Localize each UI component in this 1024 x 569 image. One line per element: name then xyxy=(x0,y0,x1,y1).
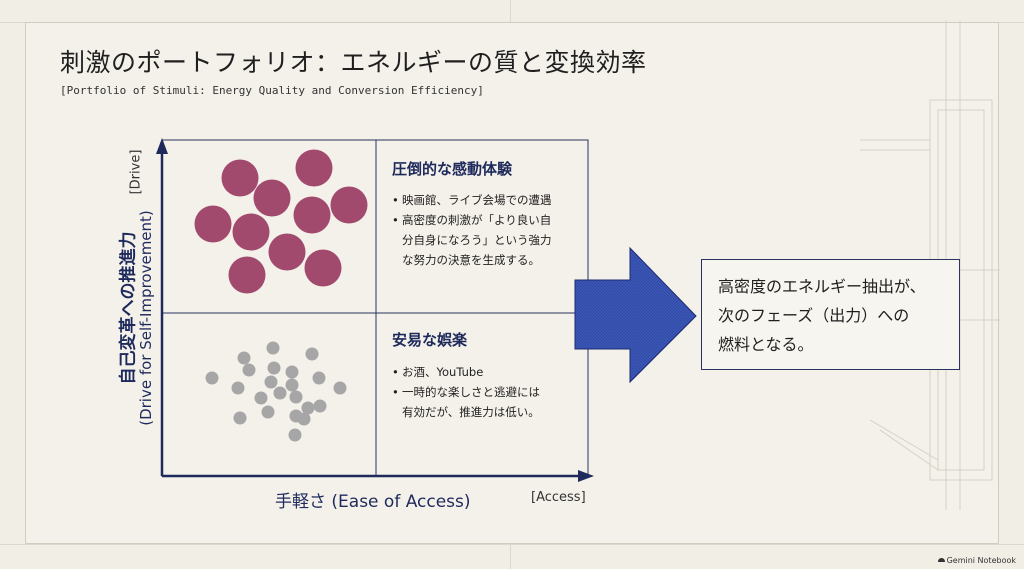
x-axis-label: 手軽さ (Ease of Access) xyxy=(275,492,471,512)
high-density-dots xyxy=(194,149,368,294)
low-density-dot xyxy=(297,412,311,426)
low-density-dot xyxy=(242,363,256,377)
low-density-dot xyxy=(313,399,327,413)
gemini-icon xyxy=(937,558,945,562)
low-density-dot xyxy=(264,375,278,389)
low-density-dot xyxy=(254,391,268,405)
bullet-item: 有効だが、推進力は低い。 xyxy=(402,405,540,419)
y-axis-label: 自己変革への推進力 xyxy=(118,231,139,385)
low-density-dot xyxy=(312,371,326,385)
high-density-dot xyxy=(330,186,368,224)
low-density-dot xyxy=(285,365,299,379)
low-density-dot xyxy=(273,386,287,400)
low-density-dot xyxy=(267,361,281,375)
y-axis-tag: [Drive] xyxy=(128,149,144,195)
low-density-dot xyxy=(261,405,275,419)
low-density-dot xyxy=(231,381,245,395)
callout-box: 高密度のエネルギー抽出が、 次のフェーズ（出力）への 燃料となる。 xyxy=(701,259,960,370)
bullet-item: な努力の決意を生成する。 xyxy=(402,253,540,267)
high-density-dot xyxy=(253,179,291,217)
footer-brand: Gemini Notebook xyxy=(937,556,1016,565)
low-density-dot xyxy=(285,378,299,392)
low-density-dot xyxy=(289,390,303,404)
high-density-dot xyxy=(232,213,270,251)
high-density-dot xyxy=(268,233,306,271)
high-density-dot xyxy=(221,159,259,197)
quadrant-bottom-bullets: お酒、YouTube 一時的な楽しさと逃避には 有効だが、推進力は低い。 xyxy=(392,362,540,422)
low-density-dot xyxy=(305,347,319,361)
callout-line: 高密度のエネルギー抽出が、 xyxy=(718,277,926,296)
callout-line: 燃料となる。 xyxy=(718,335,814,354)
low-density-dot xyxy=(233,411,247,425)
bullet-item: 映画館、ライブ会場での遭遇 xyxy=(392,190,552,210)
y-axis-sublabel: (Drive for Self-Improvement) xyxy=(137,210,155,426)
low-density-dot xyxy=(301,401,315,415)
y-axis-arrowhead xyxy=(156,138,168,154)
high-density-dot xyxy=(304,249,342,287)
page-title: 刺激のポートフォリオ：エネルギーの質と変換効率 xyxy=(60,48,647,77)
footer-label: Gemini Notebook xyxy=(946,556,1016,565)
low-density-dot xyxy=(333,381,347,395)
page-subtitle: [Portfolio of Stimuli: Energy Quality an… xyxy=(60,84,484,97)
high-density-dot xyxy=(228,256,266,294)
x-axis-tag: [Access] xyxy=(531,490,586,505)
low-density-dot xyxy=(237,351,251,365)
quadrant-bottom-heading: 安易な娯楽 xyxy=(392,331,468,349)
high-density-dot xyxy=(194,205,232,243)
bullet-item: 分自身になろう」という強力 xyxy=(402,233,552,247)
x-axis-arrowhead xyxy=(578,470,594,482)
bullet-item: 高密度の刺激が「より良い自 xyxy=(392,210,552,230)
low-density-dot xyxy=(205,371,219,385)
high-density-dot xyxy=(295,149,333,187)
quadrant-top-bullets: 映画館、ライブ会場での遭遇 高密度の刺激が「より良い自 分自身になろう」という強… xyxy=(392,190,552,270)
low-density-dots xyxy=(205,341,347,442)
bullet-item: 一時的な楽しさと逃避には xyxy=(392,382,540,402)
bg-gridline xyxy=(0,544,1024,545)
high-density-dot xyxy=(293,196,331,234)
bullet-item: お酒、YouTube xyxy=(392,362,540,382)
low-density-dot xyxy=(288,428,302,442)
big-right-arrow xyxy=(574,246,697,384)
low-density-dot xyxy=(266,341,280,355)
callout-line: 次のフェーズ（出力）への xyxy=(718,306,910,325)
quadrant-top-heading: 圧倒的な感動体験 xyxy=(392,160,513,178)
